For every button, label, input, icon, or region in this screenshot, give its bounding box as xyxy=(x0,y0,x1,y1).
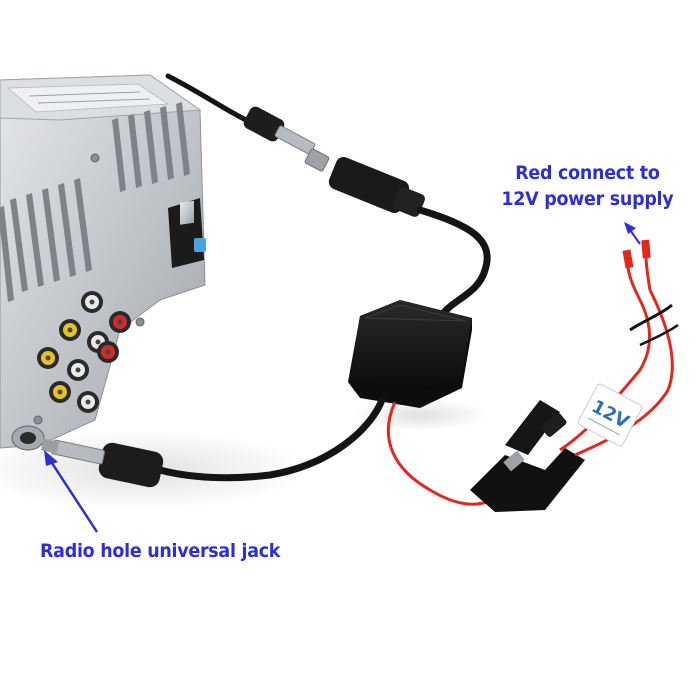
amplifier-cable-bottom xyxy=(156,396,386,482)
female-antenna-socket xyxy=(328,157,410,213)
heatsink-fins xyxy=(0,102,190,302)
rca-jacks xyxy=(37,291,131,413)
input-antenna-cable xyxy=(165,73,330,172)
floor-shadow-box xyxy=(350,399,490,431)
arrow-to-jack xyxy=(44,450,99,533)
screw xyxy=(135,317,145,327)
male-antenna-plug xyxy=(40,438,164,488)
jack-annotation: Radio hole universal jack xyxy=(40,540,281,562)
car-radio-unit xyxy=(0,74,206,451)
red-wire-annotation-line1: Red connect to xyxy=(515,162,660,184)
arrow-to-power xyxy=(624,222,641,245)
radio-antenna-socket xyxy=(11,425,45,451)
red-power-wire xyxy=(386,401,493,506)
screw xyxy=(33,415,43,425)
red-wire-annotation-line2: 12V power supply xyxy=(501,188,674,210)
inline-fuse-holder xyxy=(470,400,585,512)
red-wire-annotation: Red connect to 12V power supply xyxy=(500,160,675,212)
signal-amplifier-box xyxy=(348,300,472,408)
screw xyxy=(90,153,100,163)
amplifier-cable-top xyxy=(416,206,491,322)
voltage-tag: 12V xyxy=(577,383,643,447)
iso-connector xyxy=(168,198,206,268)
blue-fuse xyxy=(194,238,206,252)
